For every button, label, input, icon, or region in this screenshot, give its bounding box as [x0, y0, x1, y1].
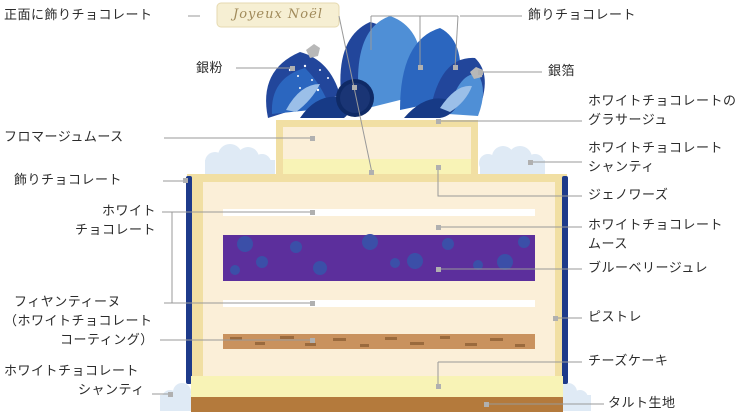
chantilly-top-right: [479, 146, 545, 174]
white-choco-layer-1: [223, 209, 535, 216]
side-choco-right: [562, 176, 568, 384]
cheesecake-layer: [191, 376, 563, 398]
label-silver-leaf: 銀箔: [548, 64, 576, 79]
label-glacage-1: ホワイトチョコレートの: [588, 94, 737, 109]
blueberry-jelly: [223, 235, 535, 281]
fromage-genoise: [283, 159, 471, 176]
feuillantine-layer: [223, 334, 535, 349]
label-mousse-1: ホワイトチョコレート: [588, 218, 724, 233]
chantilly-bottom-right: [556, 383, 591, 411]
label-feuillantine-3: コーティング）: [60, 333, 154, 348]
label-chantilly-top-2: シャンティ: [588, 160, 655, 175]
label-mousse-2: ムース: [588, 237, 628, 252]
label-cheesecake: チーズケーキ: [588, 354, 669, 369]
leader-dots: [168, 65, 558, 407]
tart-base: [191, 397, 563, 412]
label-deco-choco-side: 飾りチョコレート: [14, 173, 123, 188]
label-pistolet: ピストレ: [588, 310, 643, 325]
chantilly-top-left: [205, 144, 275, 174]
label-front-choco: 正面に飾りチョコレート: [4, 8, 153, 23]
leader-lines: [152, 15, 604, 405]
chantilly-bottom-left: [160, 383, 195, 411]
label-tart: タルト生地: [608, 396, 676, 411]
label-chantilly-bottom-2: シャンティ: [78, 383, 145, 398]
label-blueberry: ブルーベリージュレ: [588, 261, 709, 276]
white-choco-layer-2: [223, 300, 535, 307]
label-white-choco-1: ホワイト: [101, 204, 156, 219]
flower-decoration: [266, 16, 485, 118]
label-white-choco-2: チョコレート: [74, 223, 156, 238]
label-chantilly-bottom-1: ホワイトチョコレート: [4, 364, 140, 379]
label-chantilly-top-1: ホワイトチョコレート: [588, 141, 724, 156]
label-fromage-mousse: フロマージュムース: [4, 130, 124, 145]
label-glacage-2: グラサージュ: [588, 113, 668, 128]
plaque: [216, 2, 340, 28]
label-genoise: ジェノワーズ: [588, 188, 669, 203]
side-choco-left: [186, 176, 192, 384]
blueberry-dots: [230, 234, 530, 275]
plaque-text: Joyeux Noël: [233, 7, 323, 22]
label-feuillantine-1: フィヤンティーヌ: [14, 295, 121, 310]
label-feuillantine-2: （ホワイトチョコレート: [4, 314, 153, 329]
label-deco-choco-top: 飾りチョコレート: [528, 8, 637, 23]
label-silver-powder: 銀粉: [196, 61, 224, 76]
